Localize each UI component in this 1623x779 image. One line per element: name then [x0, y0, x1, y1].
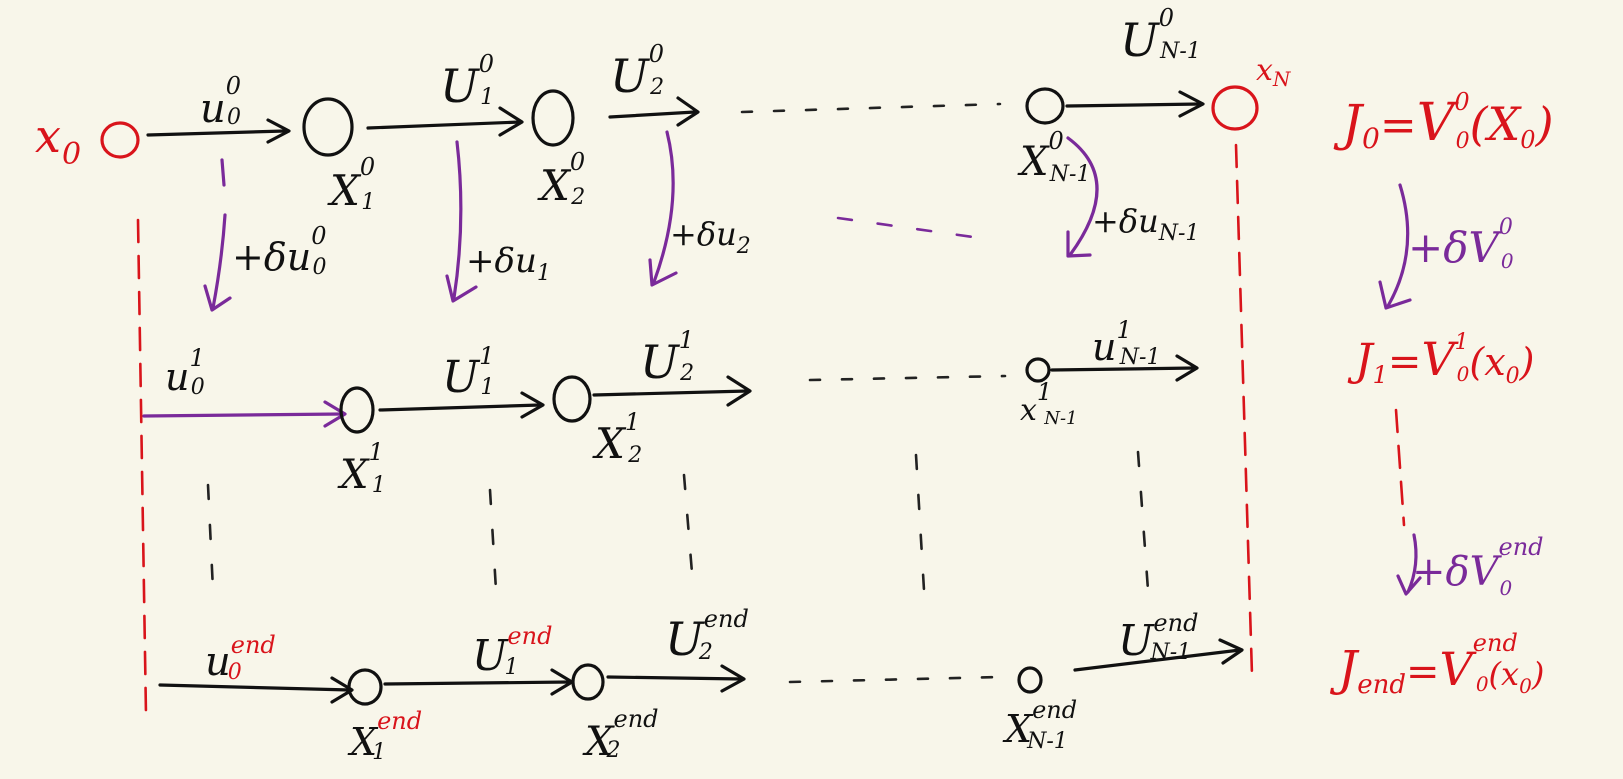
arrow-u2-rowEnd — [606, 675, 744, 681]
node-x1-row1 — [339, 386, 375, 434]
delta-u0-arrow — [211, 213, 227, 310]
delta-v0-arrow — [1386, 183, 1410, 308]
node-xN — [1211, 85, 1259, 131]
label-duN1: +δuN-1 — [1092, 202, 1199, 246]
dots-row1 — [808, 374, 1007, 382]
arrow-uN1-row1 — [1050, 366, 1197, 372]
delta-dots — [836, 216, 982, 240]
delta-v0-head — [1378, 280, 1412, 310]
vdots-col2 — [682, 473, 695, 587]
arrow-uN1-row1-head — [1175, 354, 1199, 382]
node-x0 — [100, 121, 140, 159]
arrow-u1-row0-head — [498, 106, 524, 137]
node-x2-row1 — [552, 375, 592, 423]
arrow-u0-row1 — [142, 412, 344, 418]
delta-u0-head — [203, 284, 232, 312]
arrow-u1-rowEnd — [383, 680, 572, 686]
left-boundary — [136, 218, 148, 717]
right-boundary — [1234, 143, 1254, 677]
arrow-u0-row0 — [146, 129, 287, 137]
cost-dashes — [1394, 408, 1406, 527]
arrow-u1-row1-head — [520, 391, 545, 419]
node-x2-row0 — [531, 89, 575, 147]
delta-u2-arrow — [652, 130, 675, 284]
delta-uN1-head — [1066, 230, 1092, 258]
vdots-col4 — [1136, 450, 1150, 592]
arrow-u2-row1 — [592, 389, 750, 397]
delta-u0-tick — [220, 158, 226, 187]
dots-row0 — [740, 102, 1002, 114]
vdots-col1 — [488, 488, 498, 592]
boundaries — [136, 143, 1254, 717]
arrow-u0-row0-head — [266, 118, 291, 144]
arrow-uN1-rowEnd — [1073, 648, 1242, 672]
dots-rowEnd — [788, 675, 1002, 684]
label-xN: xN — [1256, 53, 1292, 91]
arrow-u0-row1-head — [323, 400, 347, 428]
arrow-u0-rowEnd — [158, 683, 352, 692]
node-xN1-row0 — [1025, 87, 1065, 125]
delta-u2-head — [648, 258, 678, 287]
arrow-u2-row0 — [608, 110, 697, 119]
arrow-uN1-row0 — [1065, 102, 1202, 108]
arrow-u1-row1 — [378, 403, 542, 412]
delta-u1-arrow — [452, 140, 463, 300]
arrow-u2-rowEnd-head — [720, 664, 746, 693]
delta-u1-head — [445, 274, 478, 303]
node-x2-rowEnd — [571, 663, 605, 701]
delta-vEnd-head — [1396, 574, 1422, 596]
vdots-col0 — [206, 483, 215, 592]
arrow-u2-row0-head — [676, 96, 700, 127]
arrow-u2-row1-head — [726, 375, 752, 407]
label-du2: +δu2 — [670, 215, 751, 259]
node-xN1-row1 — [1025, 357, 1051, 383]
arrow-u1-row0 — [366, 120, 522, 130]
delta-uN1-arrow — [1066, 136, 1099, 257]
vertical-ellipsis — [206, 450, 1150, 592]
label-du1: +δu1 — [466, 241, 551, 286]
node-x1-row0 — [302, 97, 354, 157]
vdots-col3 — [914, 453, 926, 592]
arrow-uN1-row0-head — [1178, 90, 1205, 118]
node-xN1-rowEnd — [1017, 666, 1043, 694]
node-x1-rowEnd — [347, 668, 383, 706]
arrow-u0-rowEnd-head — [330, 676, 354, 704]
arrow-uN1-rowEnd-head — [1218, 638, 1244, 665]
label-x0: x0 — [35, 109, 81, 172]
